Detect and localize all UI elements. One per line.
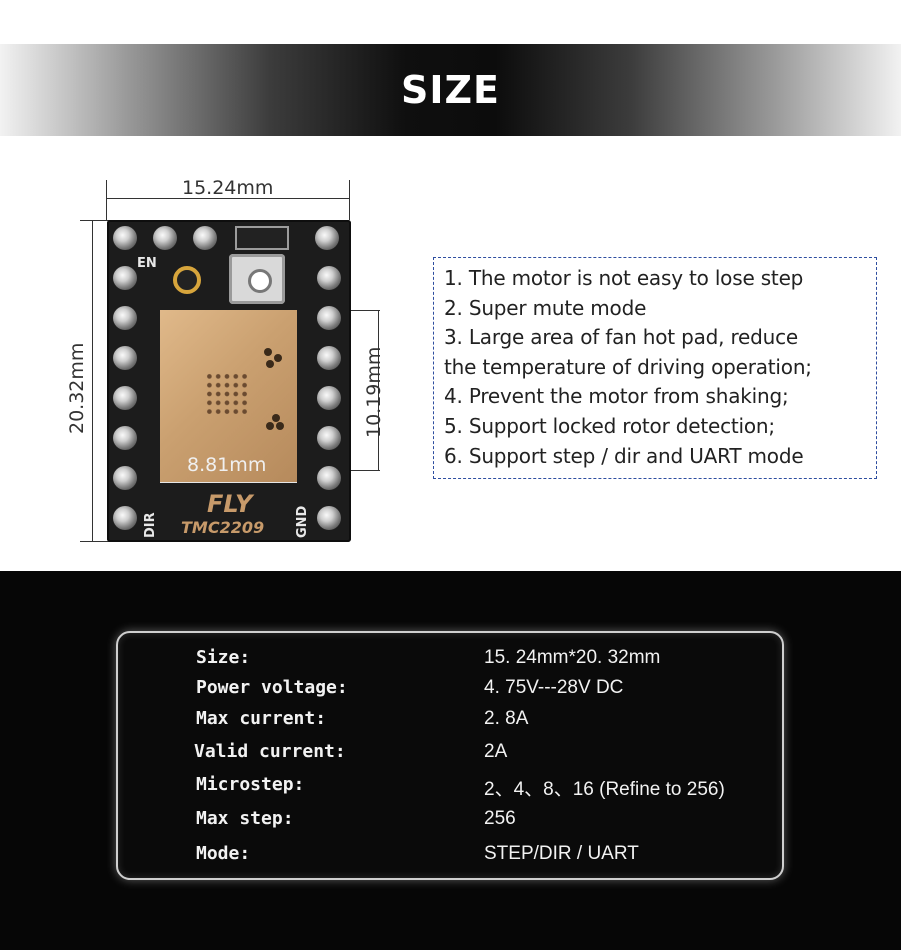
height-dim-line [92, 220, 93, 542]
potentiometer [229, 254, 285, 304]
pin [317, 386, 341, 410]
title-banner: SIZE [0, 44, 901, 136]
width-dim-line [107, 198, 350, 199]
pad-height-label: 10.19mm [363, 346, 385, 438]
pad-via [264, 348, 272, 356]
width-dim-tick-left [106, 180, 107, 220]
spec-value: 2A [484, 741, 508, 762]
width-label: 15.24mm [182, 177, 274, 199]
feature-item: 2. Super mute mode [444, 295, 647, 320]
width-dim-tick-right [349, 180, 350, 220]
spec-row: Size: 15. 24mm*20. 32mm [118, 647, 782, 677]
mounting-hole [173, 266, 201, 294]
spec-value: 2、4、8、16 (Refine to 256) [484, 779, 725, 800]
spec-value: 256 [484, 808, 516, 829]
spec-row: Power voltage: 4. 75V---28V DC [118, 677, 782, 707]
potentiometer-knob [248, 269, 272, 293]
board-brand: FLY [207, 490, 253, 518]
pin [317, 506, 341, 530]
spec-row: Max step: 256 [118, 808, 782, 838]
pad-via [266, 422, 274, 430]
spec-value: 15. 24mm*20. 32mm [484, 647, 661, 668]
height-dim-tick-bottom [80, 541, 110, 542]
board-model: TMC2209 [181, 518, 265, 537]
feature-item: 5. Support locked rotor detection; [444, 413, 775, 438]
pin [113, 426, 137, 450]
pin [113, 346, 137, 370]
spec-value: STEP/DIR / UART [484, 843, 639, 864]
pad-width-dim-line [160, 482, 297, 483]
smd-component [235, 226, 289, 250]
spec-row: Microstep: 2、4、8、16 (Refine to 256) [118, 774, 782, 804]
spec-value: 4. 75V---28V DC [484, 677, 624, 698]
spec-label: Max step: [196, 808, 294, 829]
spec-value: 2. 8A [484, 708, 529, 729]
feature-item: the temperature of driving operation; [444, 354, 812, 379]
spec-label: Mode: [196, 843, 251, 864]
pin [113, 306, 137, 330]
pin [317, 346, 341, 370]
pad-height-dim-line [378, 310, 379, 470]
page-title: SIZE [400, 68, 501, 112]
height-label: 20.32mm [66, 342, 88, 434]
spec-row: Valid current: 2A [118, 741, 782, 771]
pad-width-label: 8.81mm [187, 454, 267, 476]
pin [317, 266, 341, 290]
height-dim-tick-top [80, 220, 110, 221]
spec-label: Size: [196, 647, 251, 668]
pin [193, 226, 217, 250]
spec-row: Mode: STEP/DIR / UART [118, 843, 782, 873]
pcb-board: 8.81mm EN DIR GND FLY TMC2209 [107, 220, 351, 542]
spec-panel: Size: 15. 24mm*20. 32mm Power voltage: 4… [116, 631, 784, 880]
thermal-via-grid [205, 372, 249, 416]
feature-item: 4. Prevent the motor from shaking; [444, 384, 789, 409]
board-figure: 15.24mm 20.32mm 10.19mm [60, 170, 400, 560]
thermal-pad [160, 310, 297, 482]
pad-via [272, 414, 280, 422]
pin [153, 226, 177, 250]
silk-dir: DIR [143, 512, 158, 538]
spec-label: Power voltage: [196, 677, 348, 698]
pin [113, 266, 137, 290]
pin [113, 386, 137, 410]
pin [317, 426, 341, 450]
spec-label: Microstep: [196, 774, 305, 795]
pad-via [274, 354, 282, 362]
pad-via [266, 360, 274, 368]
spec-label: Max current: [196, 708, 327, 729]
pin [113, 466, 137, 490]
pin [317, 306, 341, 330]
pin [317, 466, 341, 490]
feature-item: 6. Support step / dir and UART mode [444, 443, 804, 468]
silk-gnd: GND [295, 505, 310, 538]
spec-label: Valid current: [194, 741, 346, 762]
feature-item: 3. Large area of fan hot pad, reduce [444, 325, 799, 350]
silk-en: EN [137, 256, 157, 271]
feature-list: 1. The motor is not easy to lose step 2.… [433, 257, 877, 479]
pin [315, 226, 339, 250]
pad-via [276, 422, 284, 430]
pin [113, 506, 137, 530]
pin [113, 226, 137, 250]
feature-item: 1. The motor is not easy to lose step [444, 266, 804, 290]
spec-row: Max current: 2. 8A [118, 708, 782, 738]
